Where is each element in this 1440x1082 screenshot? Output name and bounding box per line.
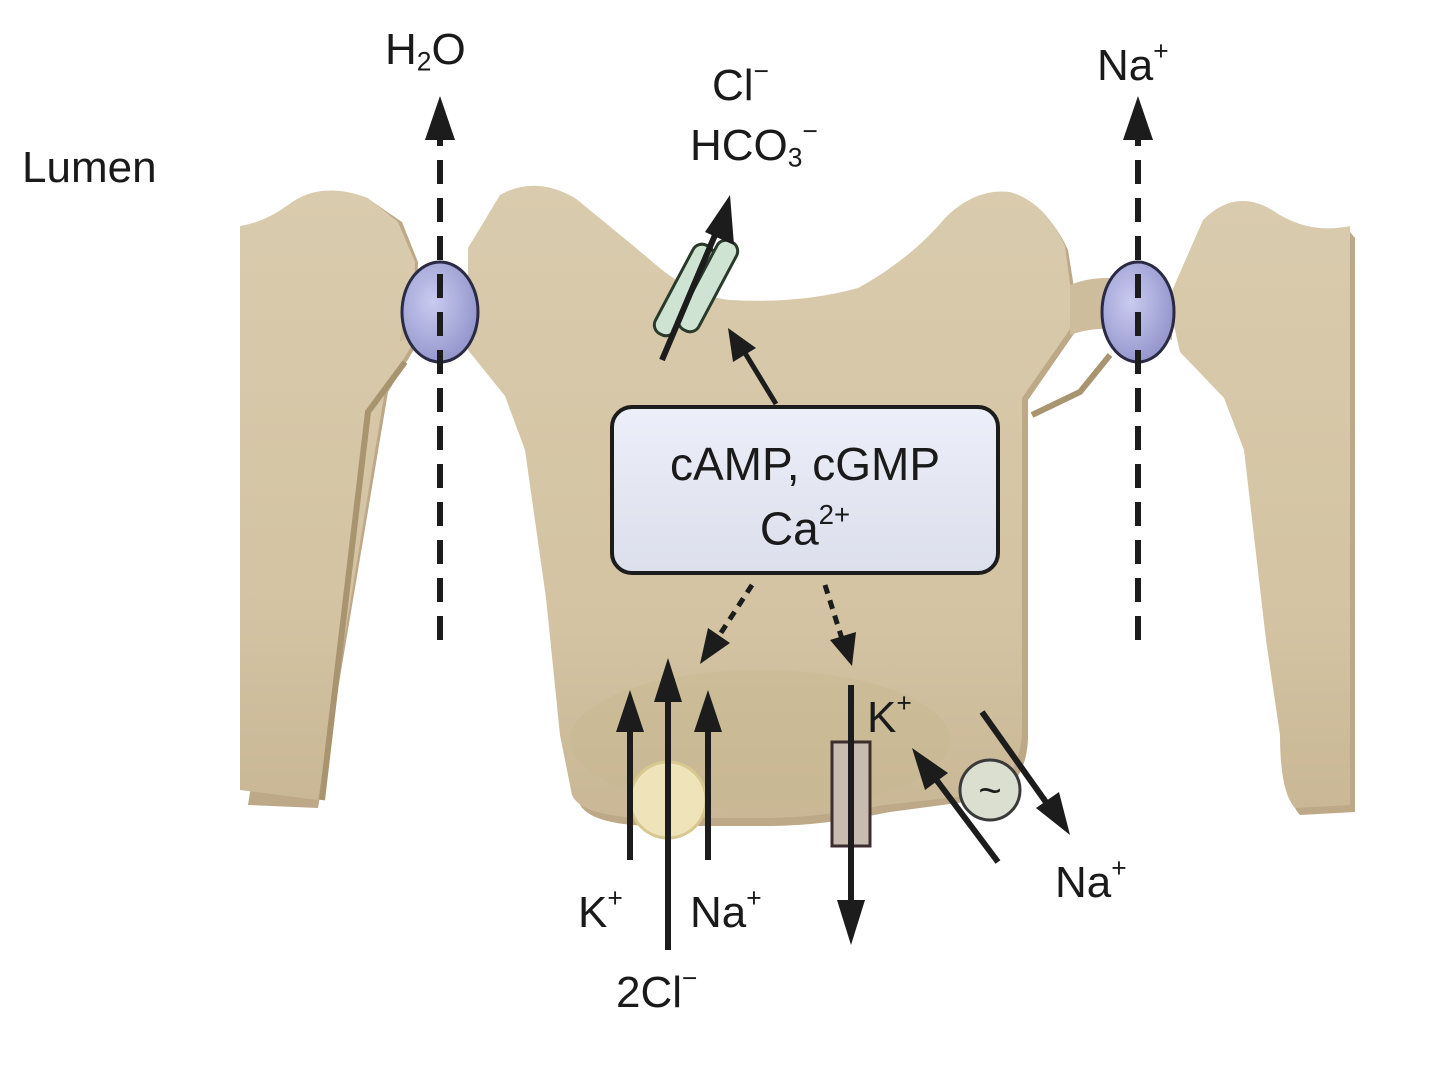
messenger-to-cotransporter-dotted <box>712 583 755 644</box>
chloride-label: Cl− <box>712 58 769 108</box>
potassium-bottom-base: K <box>578 887 608 937</box>
chloride-bottom-charge: − <box>682 963 698 993</box>
potassium-cell-base: K <box>867 692 897 742</box>
right-paracellular-edge <box>1030 353 1113 418</box>
na-k-pump <box>958 758 1022 822</box>
lumen-label: Lumen <box>22 143 157 192</box>
pump-potassium-in-arrow <box>932 776 1001 864</box>
chloride-efflux-arrowhead <box>705 195 734 245</box>
chloride-uptake-arrowhead <box>654 658 682 702</box>
sodium-uptake-arrowhead <box>694 690 722 732</box>
potassium-bottom-label: K+ <box>578 885 623 935</box>
sodium-bottom-charge: + <box>746 883 762 913</box>
pump-sodium-out-arrow <box>979 710 1051 807</box>
pump-potassium-in-arrowhead <box>912 748 948 790</box>
messenger-line-2: Ca2+ <box>614 501 996 552</box>
sodium-bottom-base: Na <box>690 887 747 937</box>
pump-symbol: ~ <box>978 769 1001 813</box>
bicarbonate-base: HCO <box>690 120 788 170</box>
potassium-uptake-arrowhead <box>616 690 644 732</box>
left-epithelial-cell <box>240 190 418 808</box>
sodium-top-charge: + <box>1153 36 1169 66</box>
messenger-to-channel-arrow <box>739 346 779 406</box>
water-flux-arrowhead <box>425 96 455 140</box>
sodium-flux-arrowhead <box>1123 96 1153 140</box>
potassium-bottom-charge: + <box>607 883 623 913</box>
chloride-bottom-base: 2Cl <box>616 967 683 1017</box>
bicarbonate-charge: − <box>802 116 818 146</box>
calcium-charge: 2+ <box>818 499 851 530</box>
second-messenger-box: cAMP, cGMP Ca2+ <box>610 405 1000 575</box>
potassium-cell-charge: + <box>896 688 912 718</box>
chloride-charge: − <box>753 56 769 86</box>
sodium-bottom-label: Na+ <box>690 885 762 935</box>
messenger-to-channel-arrowhead <box>728 328 756 362</box>
water-base: H <box>385 25 417 74</box>
water-tail: O <box>431 25 466 74</box>
messenger-to-k-channel-dotted <box>822 584 846 643</box>
sodium-top-label: Na+ <box>1097 38 1169 88</box>
messenger-line-1: cAMP, cGMP <box>669 438 941 490</box>
bicarbonate-label: HCO3− <box>690 118 818 171</box>
calcium-base: Ca <box>759 502 819 555</box>
chloride-base: Cl <box>712 60 754 110</box>
chloride-bottom-label: 2Cl− <box>616 965 697 1015</box>
right-epithelial-cell <box>1168 201 1355 815</box>
messenger-to-cotransporter-arrowhead <box>700 628 730 664</box>
water-subscript: 2 <box>416 46 432 77</box>
sodium-right-charge: + <box>1111 853 1127 883</box>
water-label: H2O <box>385 28 466 75</box>
left-paracellular-edge <box>319 360 408 801</box>
bicarbonate-subscript: 3 <box>787 142 803 173</box>
messenger-to-k-channel-arrowhead <box>830 632 856 666</box>
sodium-top-base: Na <box>1097 40 1154 90</box>
sodium-right-label: Na+ <box>1055 855 1127 905</box>
sodium-right-base: Na <box>1055 857 1112 907</box>
potassium-cell-label: K+ <box>867 690 912 740</box>
pump-sodium-out-arrowhead <box>1036 792 1070 835</box>
chloride-efflux-arrow <box>659 226 721 362</box>
potassium-efflux-arrowhead <box>837 900 865 945</box>
